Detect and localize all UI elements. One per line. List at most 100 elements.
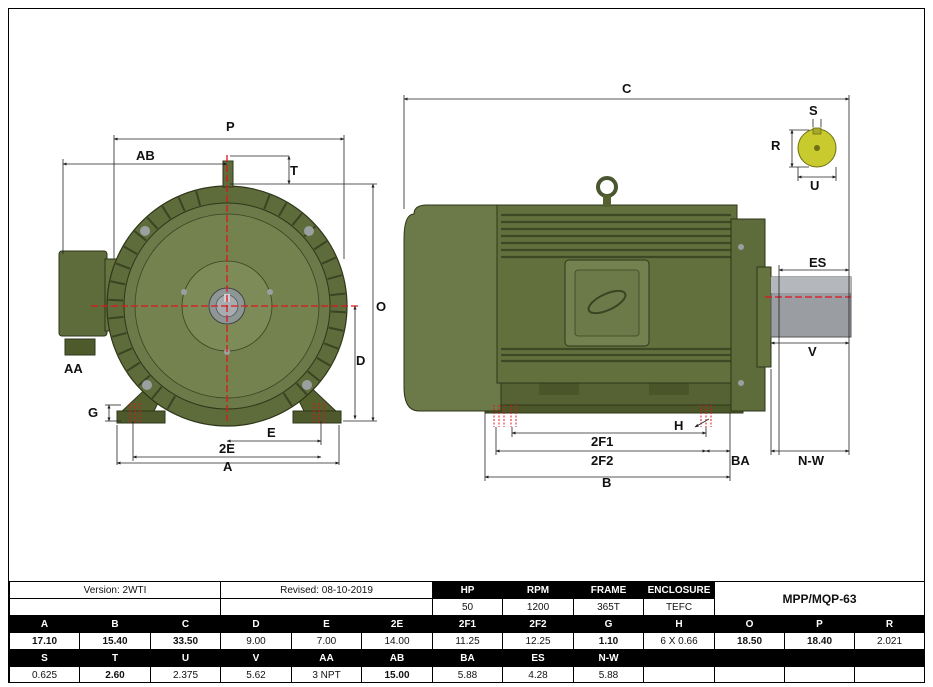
blank-cell [714, 649, 786, 667]
dim-label-v: V [808, 344, 817, 359]
blank-cell [220, 598, 434, 616]
dimension-header: G [573, 615, 645, 633]
rating-value: 1200 [502, 598, 575, 616]
model-number: MPP/MQP-63 [714, 581, 924, 616]
dimension-header: D [220, 615, 293, 633]
dim-label-a: A [223, 459, 233, 474]
front-view-dimension-lines [62, 135, 377, 465]
dimension-header: V [220, 649, 293, 667]
front-view-motor [58, 155, 359, 427]
blank-cell [854, 649, 924, 667]
rating-value: 365T [573, 598, 645, 616]
dimension-header: P [784, 615, 856, 633]
dim-label-u: U [810, 178, 819, 193]
dimension-header: A [9, 615, 80, 633]
dimension-header: AB [361, 649, 434, 667]
dimension-value: 12.25 [502, 632, 575, 650]
dimension-header: ES [502, 649, 575, 667]
dim-label-r: R [771, 138, 781, 153]
dimension-value: 6 X 0.66 [643, 632, 716, 650]
rating-value: TEFC [643, 598, 716, 616]
dimension-value: 0.625 [9, 666, 80, 682]
dim-label-g: G [88, 405, 98, 420]
blank-cell [784, 649, 856, 667]
dimension-header: AA [291, 649, 363, 667]
dimension-value: 17.10 [9, 632, 80, 650]
side-view-dimension-lines [403, 95, 850, 481]
dimension-value: 9.00 [220, 632, 293, 650]
dimension-value: 2.021 [854, 632, 924, 650]
dimension-value: 18.50 [714, 632, 786, 650]
dim-label-s: S [809, 103, 818, 118]
dim-label-d: D [356, 353, 365, 368]
dimension-value: 2.60 [79, 666, 151, 682]
dim-label-2f2: 2F2 [591, 453, 613, 468]
blank-cell [643, 649, 716, 667]
rating-header: ENCLOSURE [643, 581, 716, 599]
dimension-value: 5.88 [432, 666, 504, 682]
dimension-header: E [291, 615, 363, 633]
dim-label-n-w: N-W [798, 453, 825, 468]
dim-label-o: O [376, 299, 386, 314]
dimension-header: U [149, 649, 222, 667]
dimension-header: S [9, 649, 80, 667]
dimension-letters: P AB T O D AA G E 2E A C S R U ES V H 2F… [64, 81, 827, 490]
blank-cell [854, 666, 924, 682]
dim-label-ab: AB [136, 148, 155, 163]
dimension-value: 15.00 [361, 666, 434, 682]
specification-table: Version: 2WTI Revised: 08-10-2019 HP RPM… [9, 581, 924, 682]
dim-label-aa: AA [64, 361, 83, 376]
dim-label-t: T [290, 163, 298, 178]
dimension-value: 14.00 [361, 632, 434, 650]
dim-label-b: B [602, 475, 611, 490]
dimension-header: N-W [573, 649, 645, 667]
dimension-header: BA [432, 649, 504, 667]
dim-label-2f1: 2F1 [591, 434, 613, 449]
rating-header: HP [432, 581, 504, 599]
rating-header: FRAME [573, 581, 645, 599]
dimension-value: 5.62 [220, 666, 293, 682]
dimension-value: 15.40 [79, 632, 151, 650]
dimension-value: 4.28 [502, 666, 575, 682]
dim-label-p: P [226, 119, 235, 134]
dimension-header: C [149, 615, 222, 633]
dimension-value: 7.00 [291, 632, 363, 650]
dimension-header: 2E [361, 615, 434, 633]
dimension-value: 18.40 [784, 632, 856, 650]
dimension-header: O [714, 615, 786, 633]
dimension-value: 11.25 [432, 632, 504, 650]
dimension-header: 2F1 [432, 615, 504, 633]
drawing-sheet: P AB T O D AA G E 2E A C S R U ES V H 2F… [8, 8, 925, 683]
dimension-value: 5.88 [573, 666, 645, 682]
revised-text: Revised: 08-10-2019 [220, 581, 434, 599]
dim-label-c: C [622, 81, 632, 96]
blank-cell [784, 666, 856, 682]
dim-label-e: E [267, 425, 276, 440]
dim-label-h: H [674, 418, 683, 433]
shaft-end-detail [797, 127, 837, 168]
dimension-value: 2.375 [149, 666, 222, 682]
dim-label-2e: 2E [219, 441, 235, 456]
motor-dimension-drawing: P AB T O D AA G E 2E A C S R U ES V H 2F… [58, 81, 852, 490]
info-row: Version: 2WTI Revised: 08-10-2019 HP RPM… [9, 581, 924, 616]
dimension-header: T [79, 649, 151, 667]
version-text: Version: 2WTI [9, 581, 222, 599]
dimension-value: 33.50 [149, 632, 222, 650]
blank-cell [9, 598, 222, 616]
side-view-motor [403, 176, 852, 427]
blank-cell [643, 666, 716, 682]
dim-label-es: ES [809, 255, 827, 270]
rating-header: RPM [502, 581, 575, 599]
blank-cell [714, 666, 786, 682]
dimension-header: B [79, 615, 151, 633]
dimension-value: 1.10 [573, 632, 645, 650]
dimension-header: H [643, 615, 716, 633]
dimension-header: 2F2 [502, 615, 575, 633]
dimension-header: R [854, 615, 924, 633]
dim-label-ba: BA [731, 453, 750, 468]
rating-value: 50 [432, 598, 504, 616]
